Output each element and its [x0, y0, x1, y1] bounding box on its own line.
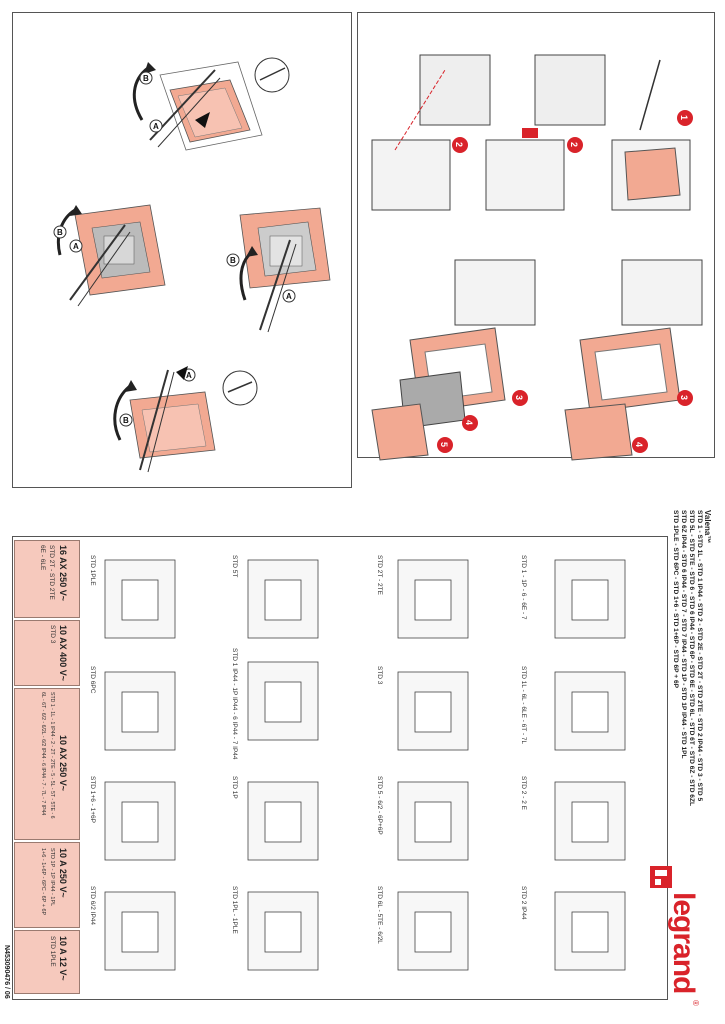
svg-text:1: 1 [679, 115, 689, 120]
svg-text:B: B [57, 228, 63, 237]
rating-value-2: 10 AX 400 V~ [58, 625, 68, 681]
label-std-2-ip44: STD 2 IP44 [520, 886, 527, 920]
rating-models-5: STD 1PLE [49, 936, 56, 967]
series-line-3: STD 6Z IP44 - STD 6 IP44 - STD 7 - STD 7… [680, 510, 687, 759]
label-std-1p: STD 1P [231, 776, 238, 799]
svg-text:4: 4 [464, 420, 474, 425]
installation-step-box-2 [371, 259, 703, 461]
rating-box-1 [14, 540, 80, 618]
label-std-3: STD 3 [376, 666, 383, 685]
rating-box-4 [14, 842, 80, 928]
label-std-1pl: STD 1PL - 1PLE [231, 886, 238, 934]
rating-box-5 [14, 930, 80, 994]
rating-box-3 [14, 688, 80, 840]
svg-text:4: 4 [634, 442, 644, 447]
label-std-6pc: STD 6PC [89, 666, 96, 694]
label-std-6l: STD 6L - 5TE - 6/2L [376, 886, 383, 944]
rating-models-3: STD 1 - 1L - 1 IP44 - 2 - 2T - 2TE - 5 -… [40, 692, 55, 819]
label-std-1l: STD 1L - 6L - 6LE - 6T - 7L [520, 666, 527, 745]
svg-text:A: A [186, 371, 192, 380]
label-std-1-6: STD 1+6 - 1+6P [89, 776, 96, 823]
removal-illustration-2: B A [53, 204, 166, 307]
label-std-1-ip44: STD 1 IP44 - 1P IP44 - 6 IP44 - 7 IP44 [231, 648, 238, 760]
label-std-1: STD 1 - 1P - 6 - 6E - 7 [520, 555, 527, 620]
svg-text:2: 2 [454, 142, 464, 147]
svg-text:B: B [123, 416, 129, 425]
rating-value-4: 10 A 250 V~ [58, 848, 68, 898]
rating-box-2 [14, 620, 80, 686]
document-code: N453090476 / 06 [3, 945, 10, 999]
rating-models-4: STD 1P - 1P IP44 - 1PL 1+6 - 1+6P - 6PC … [40, 848, 55, 916]
series-line-4: STD 1PLE - STD 6PC - STD 1+6 - STD 1+6P … [672, 510, 679, 689]
series-line-2: STD 5L - STD 5TE - STD 6 - STD 6 IP44 - … [688, 510, 695, 807]
svg-text:5: 5 [439, 442, 449, 447]
label-std-2t: STD 2T - 2TE [376, 555, 383, 595]
series-name: Valena™ [703, 510, 712, 544]
svg-text:B: B [143, 74, 149, 83]
rating-models-2: STD 3 [49, 625, 56, 644]
label-std-5t: STD 5T [231, 555, 238, 578]
label-std-6-2-ip44: STD 6/2 IP44 [89, 886, 96, 926]
rating-value-5: 10 A 12 V~ [58, 936, 68, 981]
product-grid [104, 559, 626, 971]
removal-illustration-4: B A [113, 366, 258, 473]
svg-text:A: A [286, 292, 292, 301]
rating-value-3: 10 AX 250 V~ [58, 735, 68, 791]
label-std-5: STD 5 - 6/2 - 6P+6P [376, 776, 383, 835]
removal-illustration-1: B A [132, 57, 290, 151]
removal-illustration-3: B A [226, 207, 331, 333]
installation-step-box-1 [371, 54, 691, 211]
rating-value-1: 16 AX 250 V~ [58, 545, 68, 601]
svg-text:3: 3 [514, 395, 524, 400]
svg-text:2: 2 [569, 142, 579, 147]
label-std-2: STD 2 - 2 E [520, 776, 527, 810]
series-line-1: STD 1 - STD 1L - STD 1 IP44 - STD 2 - ST… [696, 510, 703, 802]
svg-text:A: A [73, 242, 79, 251]
step-markers: 1 2 2 3 3 4 4 5 [437, 110, 693, 453]
svg-text:3: 3 [679, 395, 689, 400]
svg-text:A: A [153, 122, 159, 131]
legrand-logo [650, 866, 672, 888]
rating-models-1: STD 2T - STD 2TE 6E - 6LE [39, 545, 55, 600]
label-std-1ple: STD 1PLE [89, 555, 96, 586]
brand-wordmark: legrand [667, 892, 700, 994]
brand-registered: ® [691, 1000, 700, 1006]
svg-text:B: B [230, 256, 236, 265]
